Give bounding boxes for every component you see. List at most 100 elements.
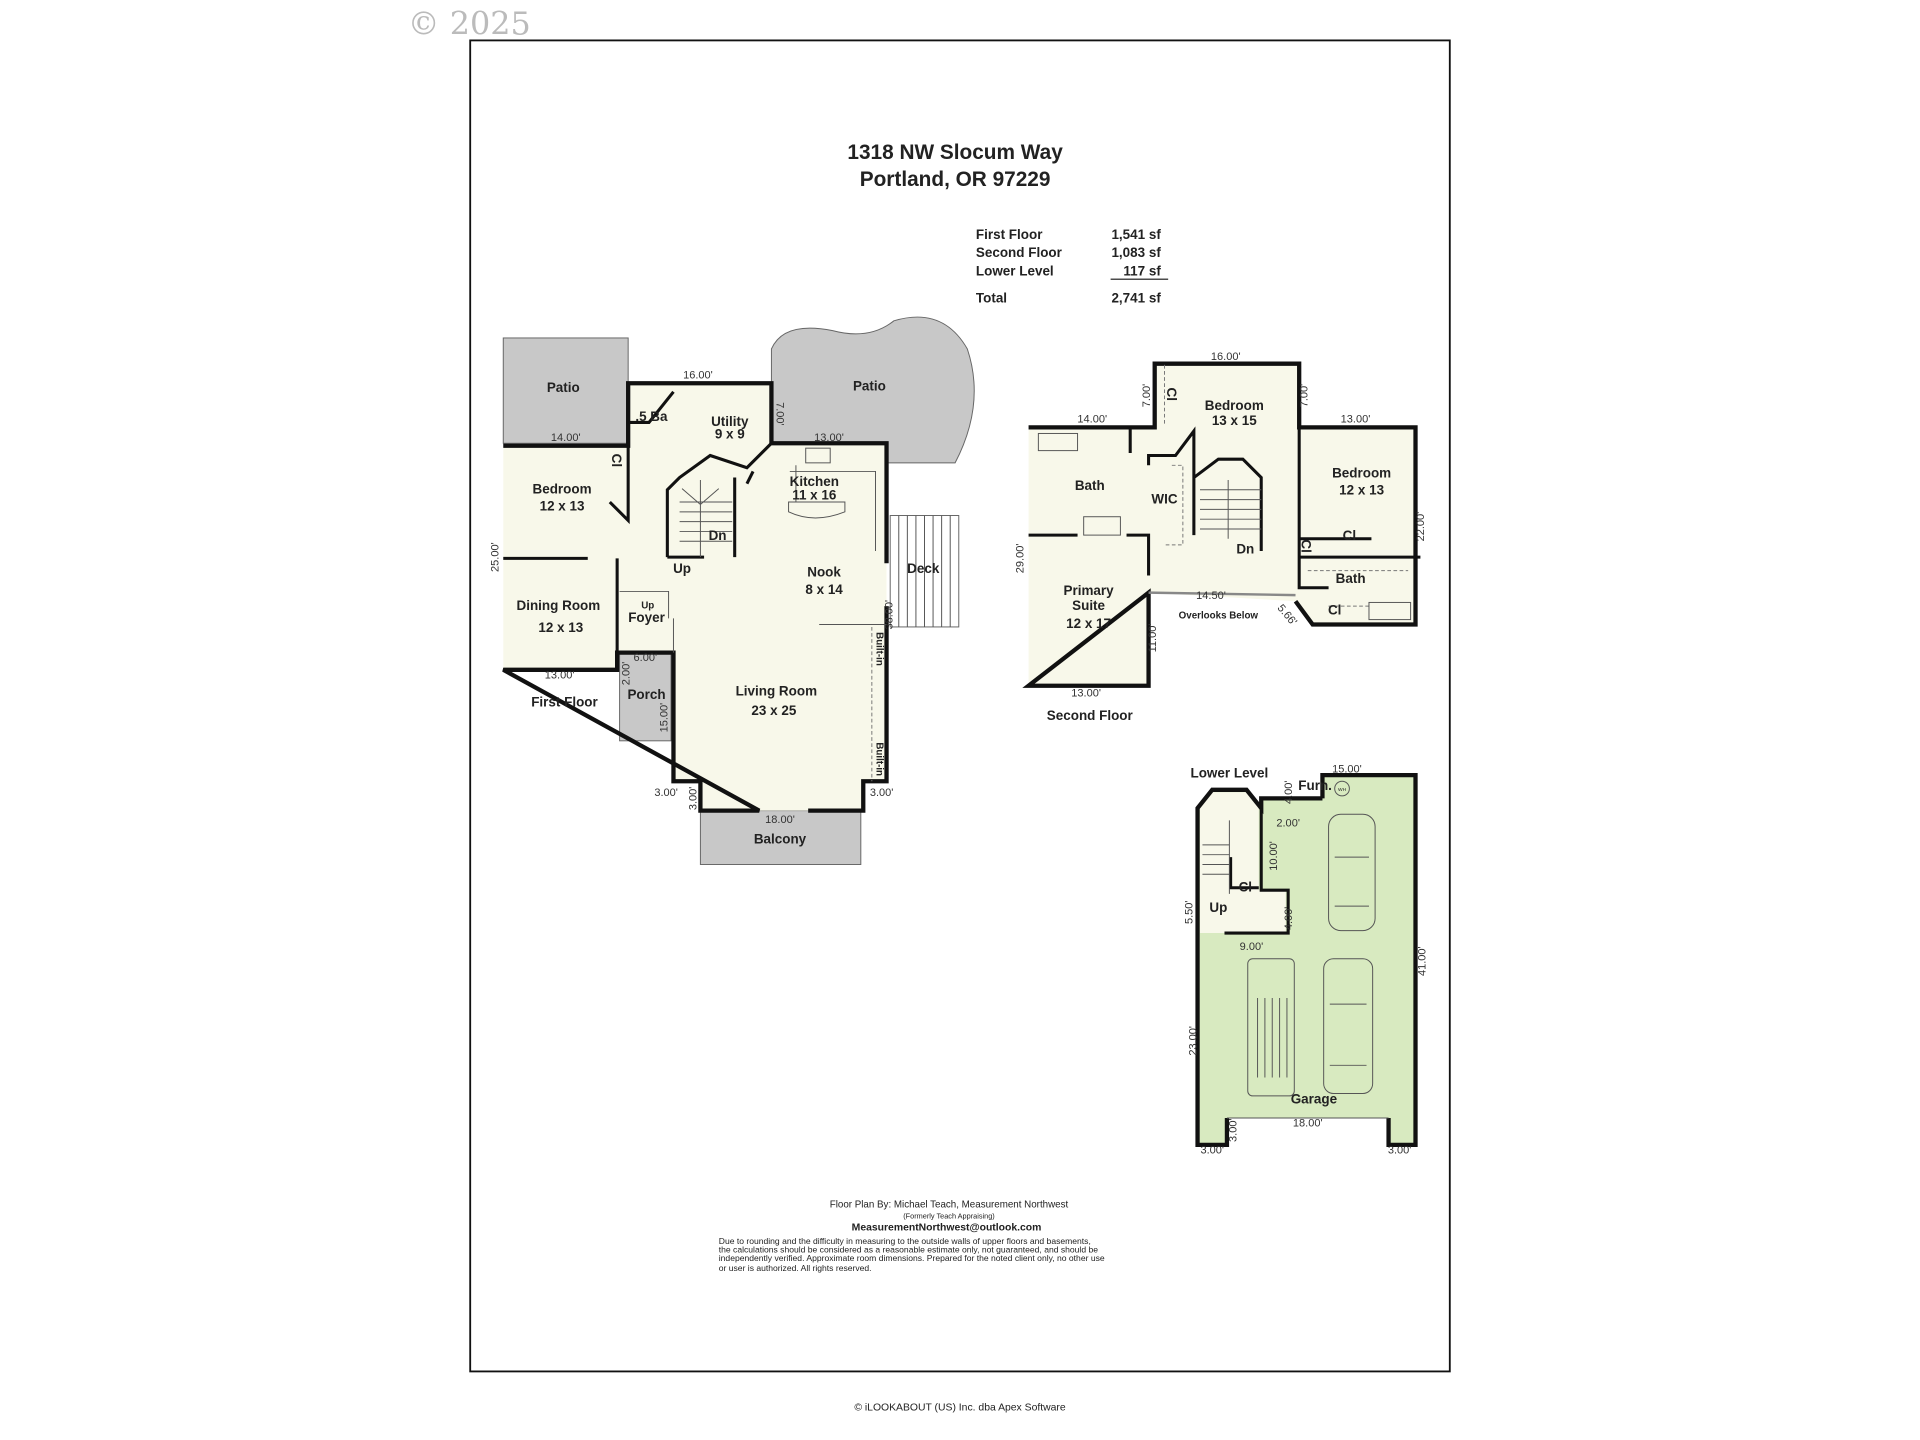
first-floor-plan: Patio Patio .5 Ba Utility 9 x 9 Bedroom … <box>489 316 975 865</box>
dimension: 23.00' <box>1187 1026 1199 1056</box>
credits-email[interactable]: MeasurementNorthwest@outlook.com <box>852 1223 1042 1234</box>
closet-label: Cl <box>1328 603 1341 618</box>
water-heater-label: WH <box>1338 787 1347 793</box>
dimension: 3.00' <box>870 787 894 799</box>
total-value: 2,741 sf <box>1111 290 1161 305</box>
area-label: Second Floor <box>976 245 1063 260</box>
area-value: 1,541 sf <box>1111 227 1161 242</box>
dimension: 6.00' <box>634 652 658 664</box>
water-heater-icon <box>1334 780 1350 797</box>
room-label: Deck <box>907 561 940 576</box>
dimension: 15.00' <box>1332 764 1362 776</box>
dimension: 14.00' <box>551 432 581 444</box>
room-size: 12 x 17 <box>1066 616 1111 631</box>
dimension: 11.00' <box>1147 624 1159 653</box>
porch <box>619 652 672 742</box>
dimension: 16.00' <box>683 369 713 381</box>
stairs-down-label: Dn <box>709 528 727 543</box>
floor-title: Lower Level <box>1191 766 1269 781</box>
stairs-down-label: Dn <box>1236 541 1254 556</box>
room-label: Bedroom <box>533 481 592 496</box>
room-label: Kitchen <box>790 474 839 489</box>
dimension: 18.00' <box>765 814 795 826</box>
cooktop <box>805 447 831 464</box>
room-size: 12 x 13 <box>1339 483 1384 498</box>
room-label: Furn. <box>1298 778 1332 793</box>
dimension: 3.00' <box>1388 1144 1412 1156</box>
credits-by: Floor Plan By: Michael Teach, Measuremen… <box>830 1199 1069 1210</box>
deck <box>889 515 960 628</box>
dimension: 7.00' <box>1299 384 1311 408</box>
closet-label: Cl <box>1164 388 1179 401</box>
railing <box>1148 591 1296 597</box>
dimension: 13.00' <box>1341 413 1371 425</box>
room-label: Primary <box>1064 583 1115 598</box>
address-line1: 1318 NW Slocum Way <box>847 141 1063 164</box>
room-label: Balcony <box>754 832 807 847</box>
watermark: © 2025 <box>408 4 531 42</box>
credits-formerly: (Formerly Teach Appraising) <box>903 1211 994 1220</box>
room-label: Suite <box>1072 598 1105 613</box>
room-label: Patio <box>853 379 886 394</box>
area-label: First Floor <box>976 227 1043 242</box>
dimension: 3.00' <box>688 787 700 811</box>
car-icon <box>1328 813 1376 932</box>
room-label: Dining Room <box>517 598 601 613</box>
area-value: 117 sf <box>1123 264 1161 279</box>
disclaimer-line: the calculations should be considered as… <box>719 1245 1098 1255</box>
disclaimer-line: Due to rounding and the difficulty in me… <box>719 1236 1091 1246</box>
second-floor-plan: Bedroom 13 x 15 Bath WIC Bedroom 12 x 13… <box>1015 351 1427 723</box>
dimension: 5.50' <box>1184 900 1196 924</box>
overlooks-label: Overlooks Below <box>1179 610 1259 621</box>
dimension: 2.00' <box>1276 818 1300 830</box>
car-icon <box>1323 958 1374 1094</box>
room-size: 8 x 14 <box>805 582 843 597</box>
dimension: 14.00' <box>1077 413 1107 425</box>
footer-copyright: © iLOOKABOUT (US) Inc. dba Apex Software <box>854 1403 1066 1414</box>
patio-right <box>770 316 975 464</box>
address-line2: Portland, OR 97229 <box>860 168 1051 191</box>
credits: Floor Plan By: Michael Teach, Measuremen… <box>719 1199 1105 1273</box>
room-label: .5 Ba <box>635 409 668 424</box>
bathtub <box>1037 432 1079 452</box>
room-label: Bedroom <box>1332 466 1391 481</box>
built-in-label: Built-in <box>874 632 885 666</box>
room-label: Bath <box>1075 478 1105 493</box>
stairs-up-label: Up <box>1209 900 1227 915</box>
foyer-up-label: Up <box>641 601 654 612</box>
room-label: Nook <box>807 565 841 580</box>
dimension: 13.00' <box>545 669 575 681</box>
lower-level-plan: WH Lower Level Garage Furn. Cl Up 15.00'… <box>1184 764 1429 1157</box>
room-size: 12 x 13 <box>540 499 585 514</box>
closet-label: Cl <box>1239 879 1252 894</box>
dimension: 3.00' <box>654 787 678 799</box>
room-label: Bedroom <box>1205 398 1264 413</box>
floor-title: Second Floor <box>1047 708 1134 723</box>
dimension: 7.00' <box>1141 384 1153 408</box>
dimension: 18.00' <box>1293 1118 1323 1130</box>
area-value: 1,083 sf <box>1111 245 1161 260</box>
balcony <box>699 810 862 865</box>
room-label: Porch <box>627 687 665 702</box>
room-label: Living Room <box>736 684 817 699</box>
room-label: Patio <box>547 380 580 395</box>
area-label: Lower Level <box>976 264 1054 279</box>
room-label: Foyer <box>628 610 665 625</box>
room-size: 12 x 13 <box>538 620 583 635</box>
dimension: 15.00' <box>658 703 670 733</box>
dimension: 22.00' <box>1415 512 1427 542</box>
patio-left <box>502 337 629 444</box>
stairs-up-label: Up <box>673 561 691 576</box>
room-size: 9 x 9 <box>715 426 745 441</box>
disclaimer-line: or user is authorized. All rights reserv… <box>719 1263 872 1273</box>
dimension: 25.00' <box>489 542 501 572</box>
room-size: 23 x 25 <box>751 703 796 718</box>
dimension: 2.00' <box>620 662 632 686</box>
dimension: 4.00' <box>1283 907 1295 931</box>
dimension: 10.00' <box>1268 841 1280 871</box>
car-icon <box>1247 958 1295 1097</box>
dimension: 13.00' <box>814 432 844 444</box>
room-size: 11 x 16 <box>792 488 836 503</box>
dimension: 7.00' <box>773 402 785 426</box>
